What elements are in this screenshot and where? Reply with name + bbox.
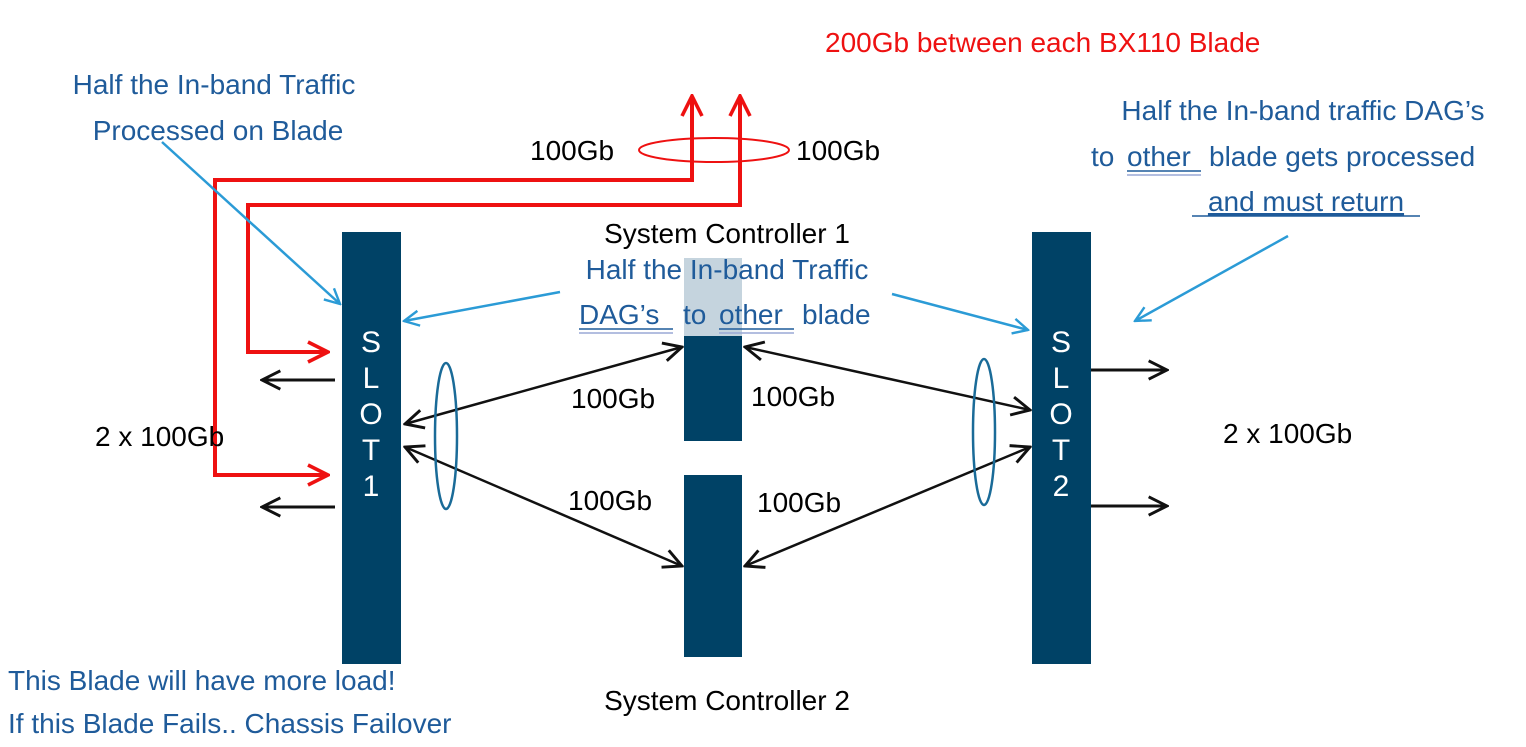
link-sc2-slot2 bbox=[745, 447, 1030, 566]
red-path-inner bbox=[246, 100, 742, 354]
processed-annotation-line1: Half the In-band Traffic bbox=[73, 69, 356, 100]
right-annotation-to: to bbox=[1091, 141, 1114, 172]
slot2-letter: S bbox=[1051, 326, 1071, 359]
slot1-letter: S bbox=[361, 326, 381, 359]
link-slot1-sc1 bbox=[405, 347, 682, 424]
slot2-letter: 2 bbox=[1053, 470, 1070, 503]
top-banner-label: 200Gb between each BX110 Blade bbox=[825, 27, 1260, 58]
center-annotation-dags: DAG’s bbox=[579, 299, 659, 330]
right-annotation-line3: and must return bbox=[1208, 186, 1404, 217]
right-annotation-line1: Half the In-band traffic DAG’s bbox=[1121, 95, 1484, 126]
right-annotation-other: other bbox=[1127, 141, 1191, 172]
red-path-outer bbox=[213, 100, 694, 477]
link-sc1-slot2-label: 100Gb bbox=[751, 381, 835, 412]
slot2-blade bbox=[1032, 232, 1091, 664]
controller-1-block bbox=[684, 336, 742, 441]
link-sc1-slot2 bbox=[745, 347, 1030, 410]
slot1-blade bbox=[342, 232, 401, 664]
link-slot1-sc1-label: 100Gb bbox=[571, 383, 655, 414]
slot2-letter: O bbox=[1049, 398, 1072, 431]
warning-line2: If this Blade Fails.. Chassis Failover bbox=[8, 708, 452, 739]
warning-line1: This Blade will have more load! bbox=[8, 665, 396, 696]
slot1-letter: T bbox=[362, 434, 380, 467]
controller-1-highlight bbox=[684, 258, 742, 336]
slot1-letter: L bbox=[363, 362, 380, 395]
slot1-letter: 1 bbox=[363, 470, 380, 503]
callout-arrow-center-right bbox=[891, 292, 1028, 330]
slot2-letters: S L O T 2 bbox=[1049, 326, 1072, 503]
uplink-left-label: 100Gb bbox=[530, 135, 614, 166]
link-slot1-sc2 bbox=[405, 447, 682, 566]
controller-1-label: System Controller 1 bbox=[604, 218, 850, 249]
slot1-ports-label: 2 x 100Gb bbox=[95, 421, 224, 452]
link-sc2-slot2-label: 100Gb bbox=[757, 487, 841, 518]
controller-2-label: System Controller 2 bbox=[604, 685, 850, 716]
slot2-ports-label: 2 x 100Gb bbox=[1223, 418, 1352, 449]
slot1-lag-ellipse bbox=[433, 361, 459, 511]
right-annotation-rest: blade gets processed bbox=[1209, 141, 1475, 172]
callout-arrow-processed bbox=[161, 141, 340, 304]
slot2-letter: L bbox=[1053, 362, 1070, 395]
slot1-letter: O bbox=[359, 398, 382, 431]
center-annotation-other: other bbox=[719, 299, 783, 330]
center-annotation-line1: Half the In-band Traffic bbox=[586, 254, 869, 285]
callout-arrow-center-left bbox=[404, 290, 561, 321]
center-annotation-to: to bbox=[683, 299, 706, 330]
link-slot1-sc2-label: 100Gb bbox=[568, 485, 652, 516]
uplink-right-label: 100Gb bbox=[796, 135, 880, 166]
controller-2-block bbox=[684, 475, 742, 657]
slot2-letter: T bbox=[1052, 434, 1070, 467]
center-annotation-blade: blade bbox=[802, 299, 871, 330]
processed-annotation-line2: Processed on Blade bbox=[93, 115, 344, 146]
callout-arrow-return bbox=[1135, 234, 1289, 321]
uplink-lag-ellipse bbox=[638, 137, 790, 163]
slot2-lag-ellipse bbox=[971, 357, 997, 507]
slot1-letters: S L O T 1 bbox=[359, 326, 382, 503]
